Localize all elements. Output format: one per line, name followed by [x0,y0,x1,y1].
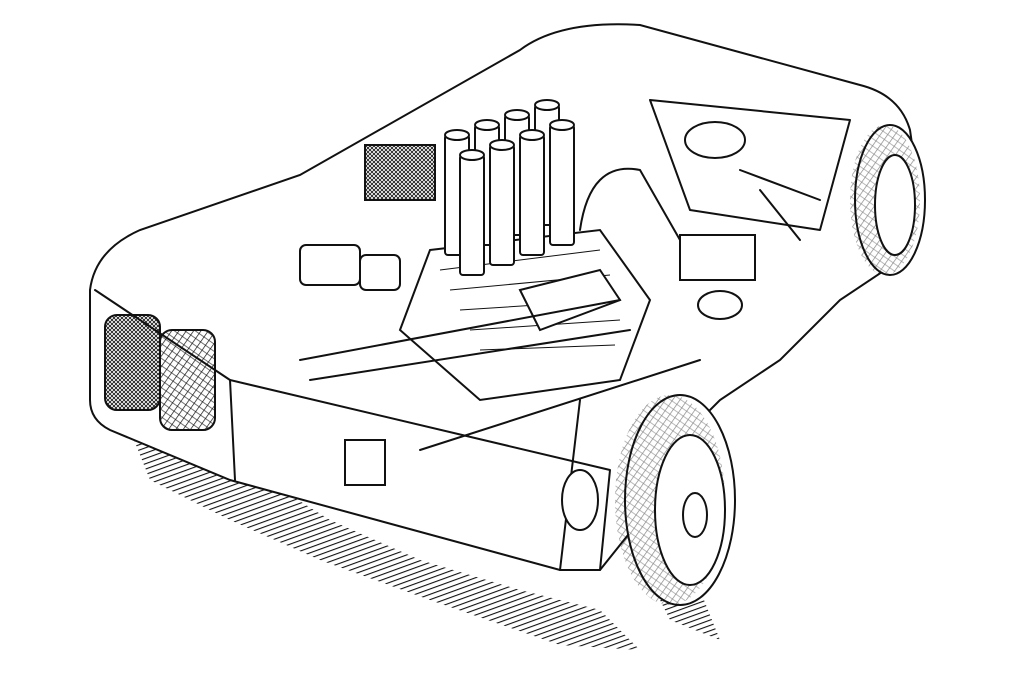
rear-right-wheel [615,394,736,606]
gearbox-box [344,439,386,486]
filler-cap [697,290,743,320]
frame-tubes [299,299,701,571]
oil-tank [299,244,361,286]
tail-grille-right [159,329,216,431]
tail-section [94,289,611,571]
cockpit [649,99,851,241]
disc-brake [561,469,599,531]
battery [359,254,401,291]
roll-bar [579,167,681,241]
front-right-wheel [850,124,926,276]
tail-grille-left [104,314,161,411]
steering-wheel [684,121,746,159]
intake-stacks [444,99,575,276]
radiator-right [679,234,756,281]
radiator-left [364,144,436,201]
